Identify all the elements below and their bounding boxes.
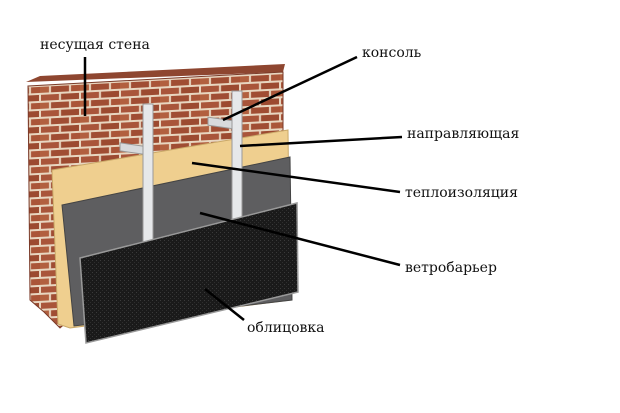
guide-rail xyxy=(142,103,154,243)
cladding-panel xyxy=(79,202,299,344)
label-rail: направляющая xyxy=(407,126,519,142)
label-wind-barrier: ветробарьер xyxy=(405,260,497,276)
label-cladding: облицовка xyxy=(247,320,325,336)
rails xyxy=(119,90,243,243)
guide-rail xyxy=(231,90,243,220)
label-insulation: теплоизоляция xyxy=(405,185,518,201)
label-console: консоль xyxy=(362,45,422,61)
leader-lines xyxy=(83,55,403,321)
label-wall: несущая стена xyxy=(40,37,150,53)
